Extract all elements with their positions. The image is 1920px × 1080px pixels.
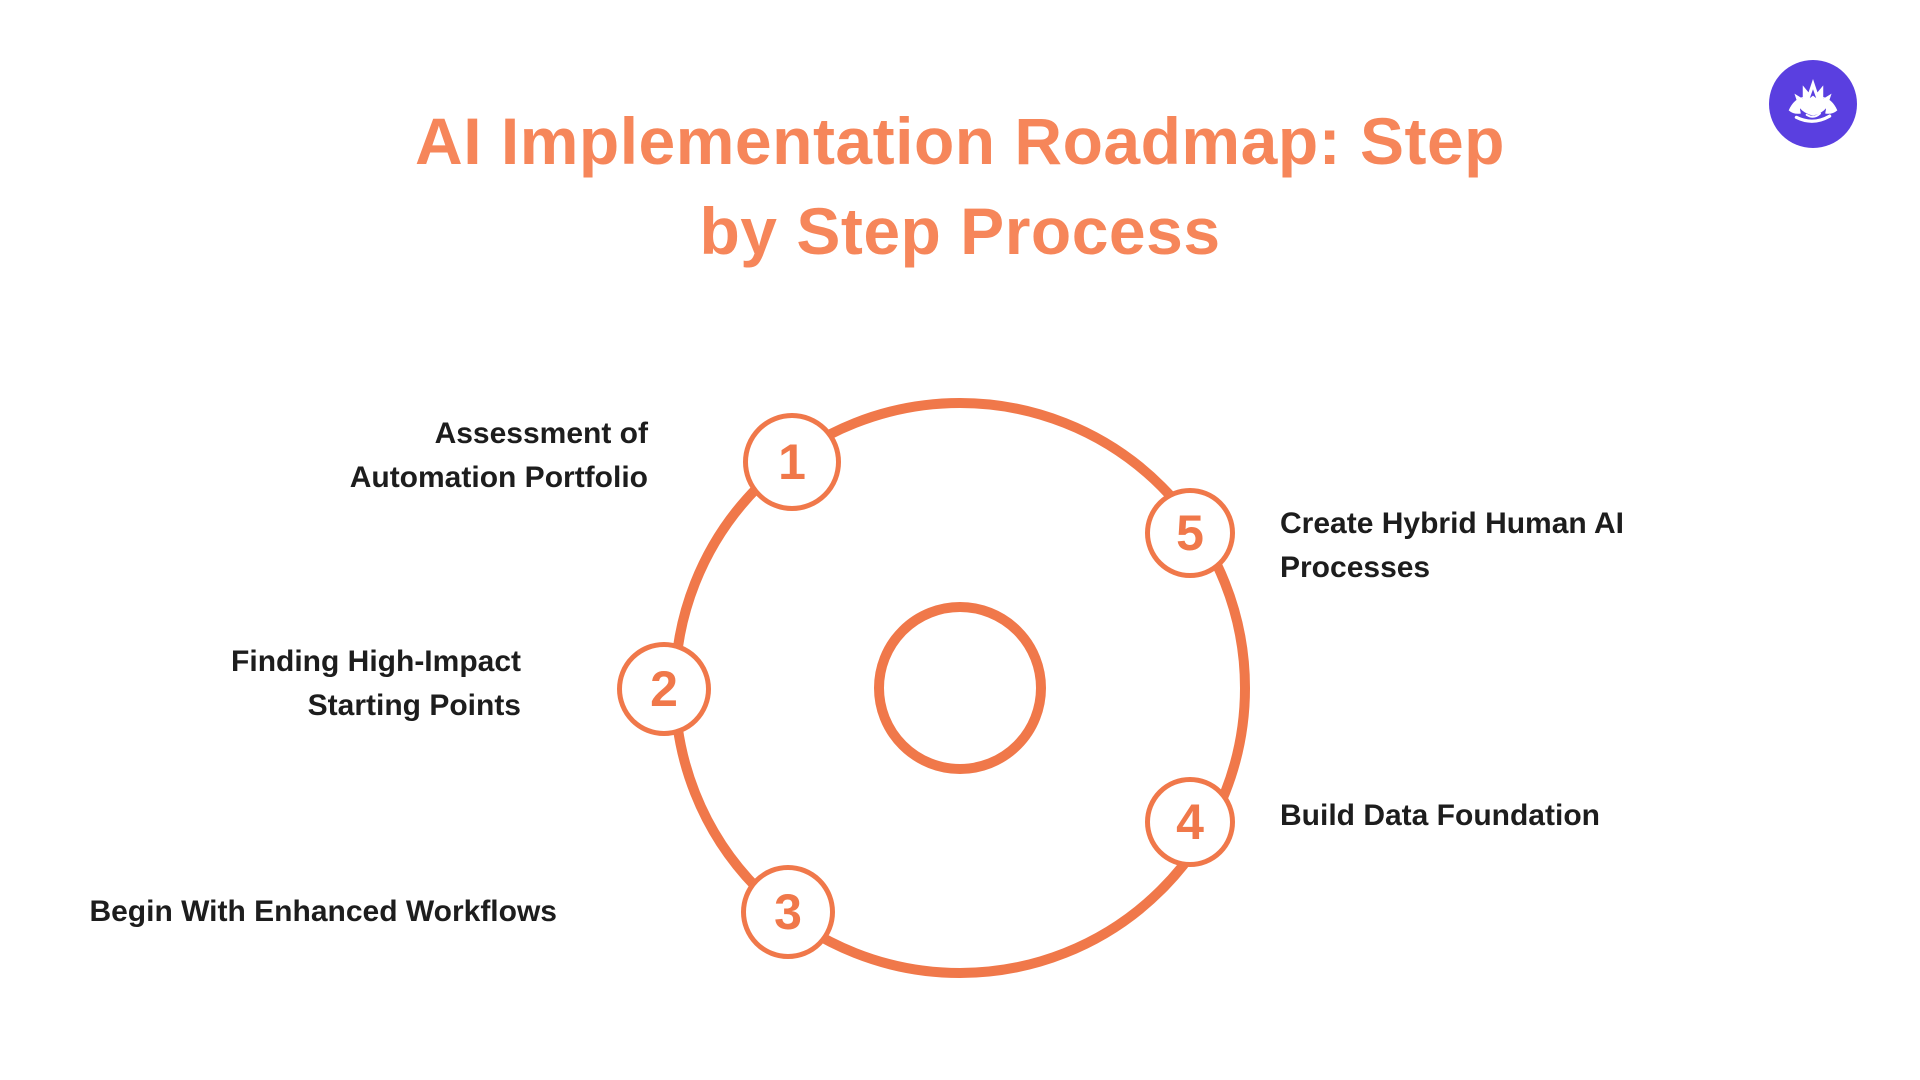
step-1-badge: 1	[743, 413, 841, 511]
step-2-label-line-1: Finding High-Impact	[231, 645, 521, 678]
step-2-label: Finding High-Impact Starting Points	[231, 640, 521, 728]
page-title-line-2: by Step Process	[699, 194, 1221, 268]
step-1-label-line-2: Automation Portfolio	[349, 461, 648, 494]
process-ring-inner-circle	[874, 602, 1046, 774]
step-4-badge: 4	[1145, 777, 1235, 867]
step-5-label: Create Hybrid Human AI Processes	[1280, 502, 1624, 590]
step-1-number: 1	[778, 434, 806, 490]
step-5-label-line-1: Create Hybrid Human AI	[1280, 507, 1624, 540]
step-3-number: 3	[774, 884, 802, 940]
lotus-icon	[1781, 70, 1845, 139]
step-4-number: 4	[1176, 794, 1204, 850]
step-2-badge: 2	[617, 642, 711, 736]
step-4-label-line-1: Build Data Foundation	[1280, 799, 1600, 832]
step-3-label: Begin With Enhanced Workflows	[89, 890, 557, 934]
step-3-label-line-1: Begin With Enhanced Workflows	[89, 895, 557, 928]
step-2-label-line-2: Starting Points	[307, 689, 521, 722]
step-4-label: Build Data Foundation	[1280, 794, 1600, 838]
step-2-number: 2	[650, 661, 678, 717]
step-1-label-line-1: Assessment of	[434, 417, 648, 450]
brand-logo	[1769, 60, 1857, 148]
step-5-badge: 5	[1145, 488, 1235, 578]
step-3-badge: 3	[741, 865, 835, 959]
page-title: AI Implementation Roadmap: Step by Step …	[0, 96, 1920, 276]
page-title-line-1: AI Implementation Roadmap: Step	[415, 104, 1505, 178]
step-1-label: Assessment of Automation Portfolio	[350, 412, 648, 500]
step-5-label-line-2: Processes	[1280, 551, 1431, 584]
step-5-number: 5	[1176, 505, 1204, 561]
